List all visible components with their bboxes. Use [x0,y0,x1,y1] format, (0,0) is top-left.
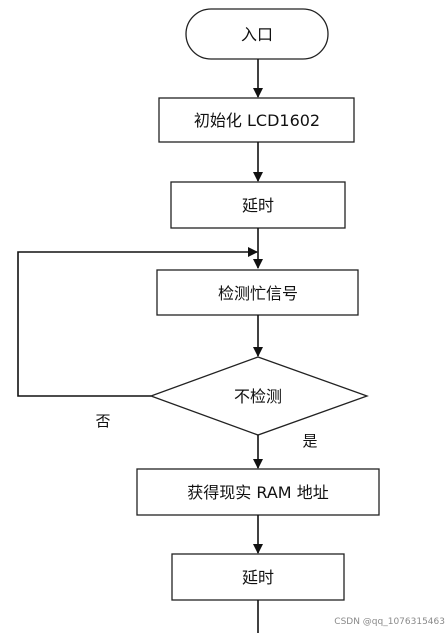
yes-label: 是 [302,432,317,450]
delay1-label: 延时 [242,196,274,215]
delay1-node: 延时 [170,181,346,229]
decision-node: 不检测 [149,356,369,436]
watermark: CSDN @qq_1076315463 [334,617,445,627]
check-busy-node: 检测忙信号 [156,269,359,316]
start-node: 入口 [185,8,329,60]
edge-loop-no [17,247,258,397]
get-ram-label: 获得现实 RAM 地址 [187,483,328,502]
check-busy-label: 检测忙信号 [218,284,298,303]
start-label: 入口 [241,25,273,44]
no-label: 否 [95,412,110,430]
get-ram-node: 获得现实 RAM 地址 [136,468,380,516]
init-node: 初始化 LCD1602 [158,97,355,143]
init-label: 初始化 LCD1602 [194,111,320,130]
delay2-node: 延时 [171,553,345,601]
delay2-label: 延时 [242,568,274,587]
decision-label: 不检测 [234,387,282,406]
